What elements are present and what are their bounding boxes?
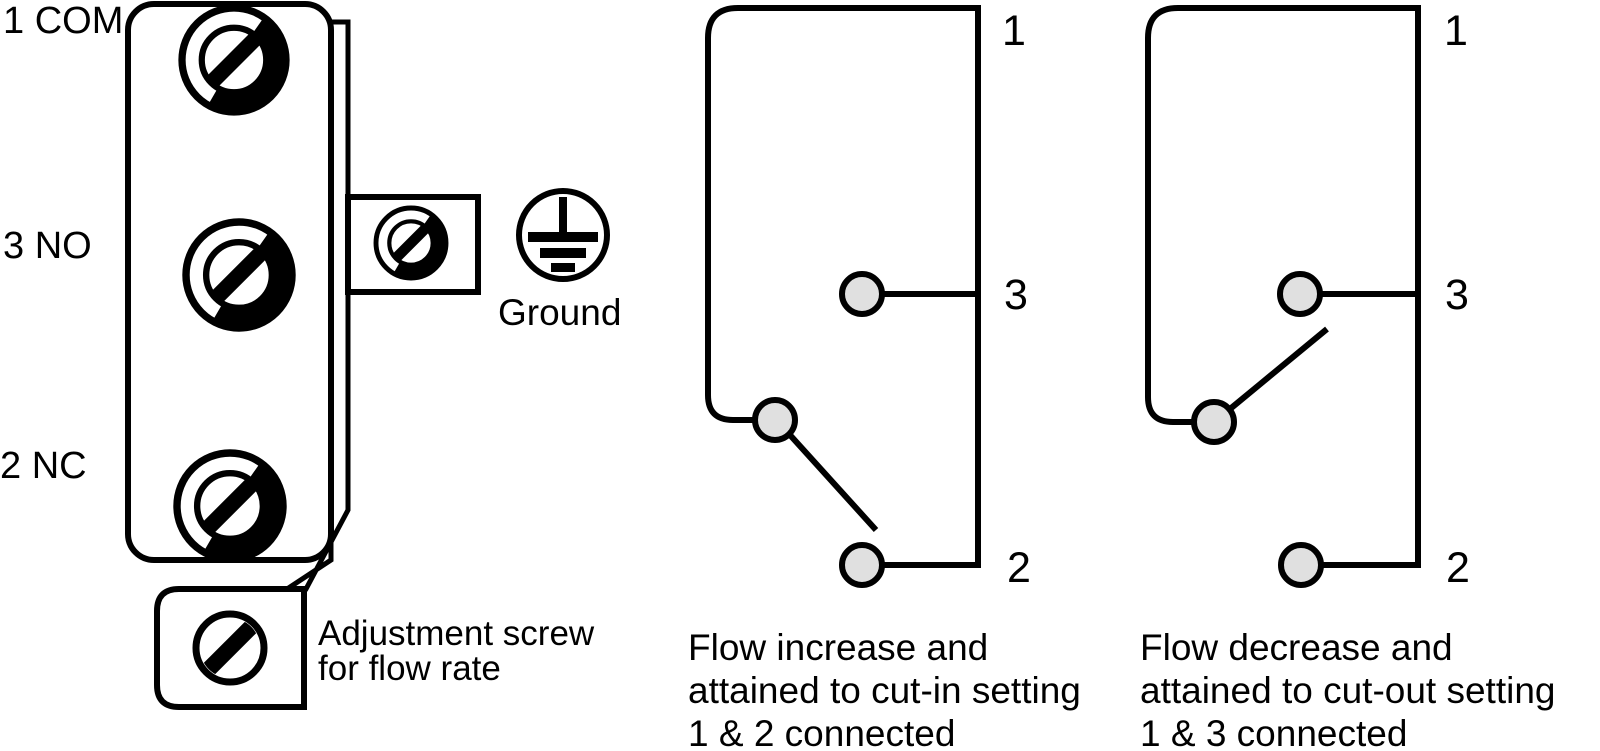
terminal-block-illustration <box>125 4 610 710</box>
common-terminal-dot <box>752 397 798 443</box>
cut-in-caption-line1: Flow increase and <box>688 627 989 668</box>
wire-outline <box>1145 5 1421 568</box>
cut-out-caption-line3: 1 & 3 connected <box>1140 713 1408 751</box>
terminal-dot-3 <box>1277 271 1323 317</box>
terminal-label-3-no: 3 NO <box>3 225 92 267</box>
circuit-diagram-cut-in <box>705 5 981 588</box>
common-terminal-dot <box>1191 399 1237 445</box>
cut-in-caption: Flow increase and attained to cut-in set… <box>688 626 1081 751</box>
adjustment-screw-caption: Adjustment screw for flow rate <box>318 616 594 686</box>
ground-symbol-icon <box>516 188 610 282</box>
cut-in-caption-line2: attained to cut-in setting <box>688 670 1081 711</box>
switch-arm <box>787 432 879 533</box>
terminal-screw-no-icon <box>186 222 295 331</box>
switch-arm <box>1228 326 1329 412</box>
ground-label: Ground <box>498 292 622 333</box>
cut-in-caption-line3: 1 & 2 connected <box>688 713 956 751</box>
wire-outline <box>705 5 981 568</box>
cut-out-caption-line1: Flow decrease and <box>1140 627 1453 668</box>
terminal-label-1-com: 1 COM <box>3 0 124 42</box>
terminal-screw-com-icon <box>182 8 289 115</box>
adjustment-screw-icon <box>192 610 268 686</box>
cut-out-terminal-number-3: 3 <box>1445 271 1469 319</box>
cut-in-terminal-number-2: 2 <box>1007 544 1031 592</box>
cut-out-terminal-number-1: 1 <box>1444 7 1468 55</box>
ground-screw-icon <box>376 208 448 280</box>
terminal-screw-nc-icon <box>177 453 286 562</box>
terminal-dot-2 <box>1278 542 1324 588</box>
cut-out-caption: Flow decrease and attained to cut-out se… <box>1140 626 1556 751</box>
terminal-label-2-nc: 2 NC <box>0 445 87 487</box>
cut-out-caption-line2: attained to cut-out setting <box>1140 670 1556 711</box>
cut-in-terminal-number-1: 1 <box>1002 7 1026 55</box>
terminal-dot-2 <box>839 542 885 588</box>
adjustment-screw-caption-line2: for flow rate <box>318 649 501 688</box>
cut-out-terminal-number-2: 2 <box>1446 544 1470 592</box>
terminal-dot-3 <box>839 271 885 317</box>
adjustment-screw-caption-line1: Adjustment screw <box>318 614 595 653</box>
circuit-diagram-cut-out <box>1145 5 1421 588</box>
cut-in-terminal-number-3: 3 <box>1004 271 1028 319</box>
